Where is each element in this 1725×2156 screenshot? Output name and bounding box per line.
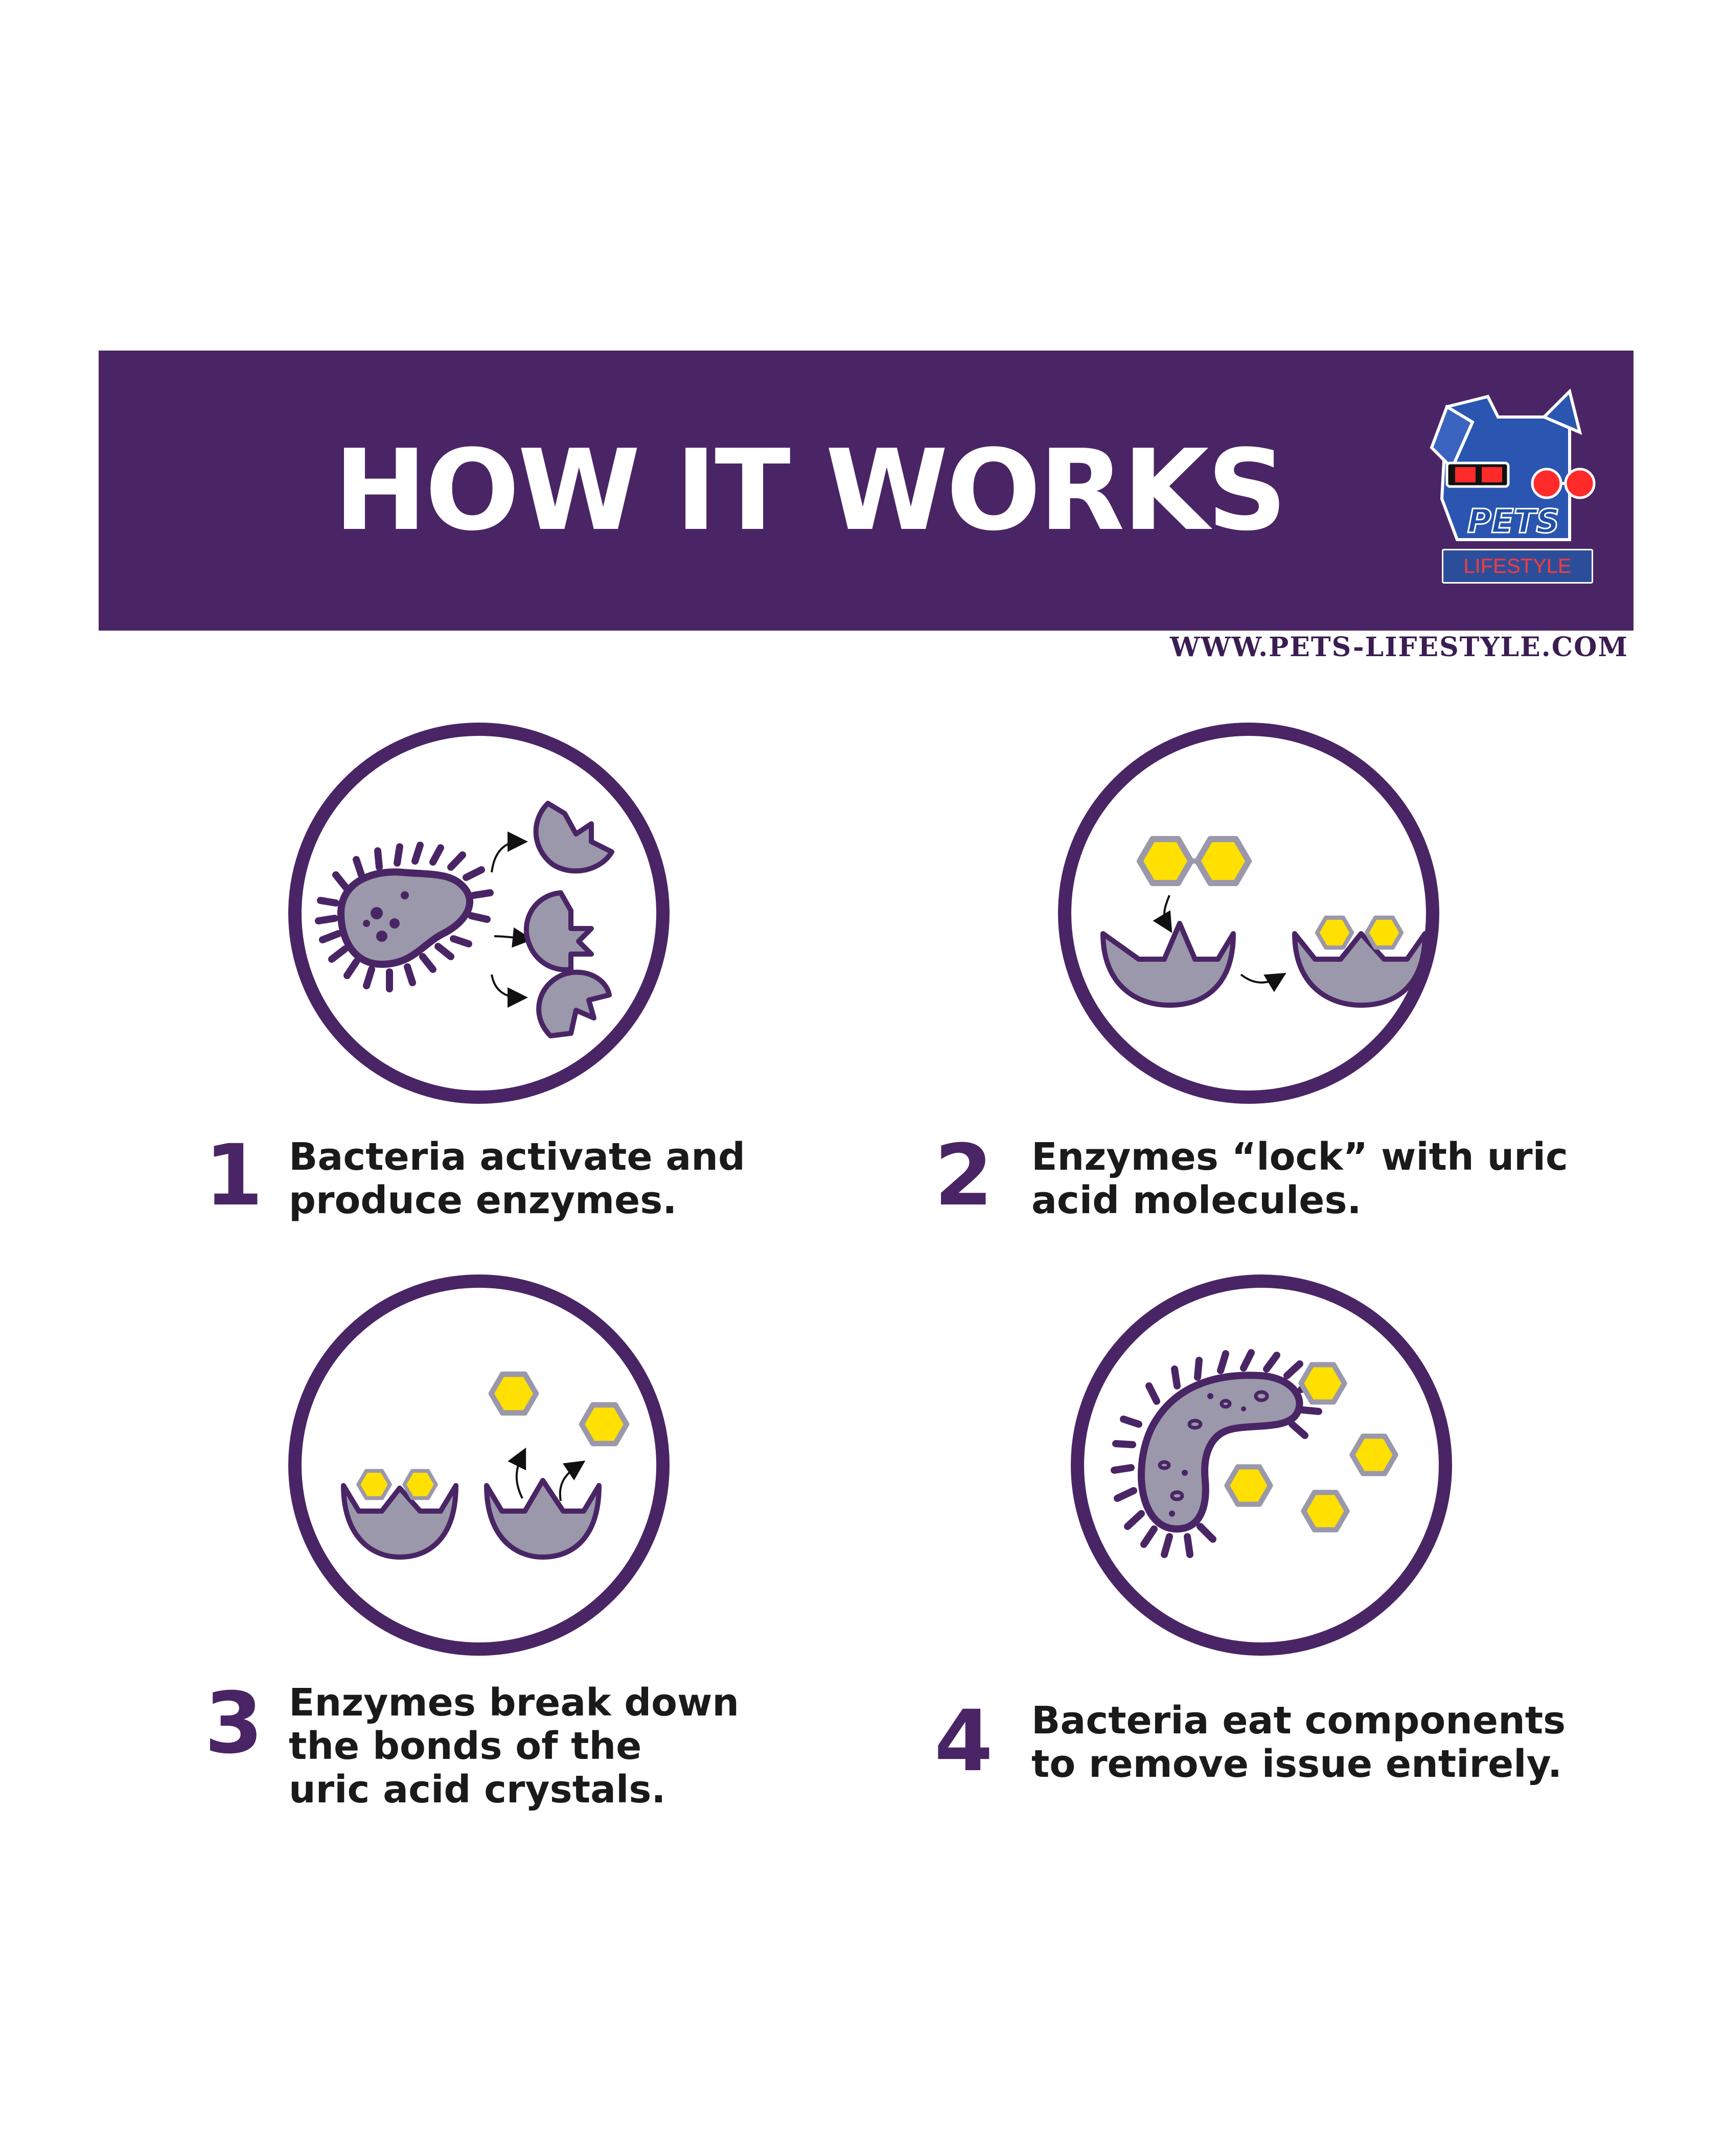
enzymes-break-bonds-icon (288, 1274, 670, 1656)
step-1-number: 1 (204, 1126, 263, 1224)
header-banner: HOW IT WORKS PETS LIFESTYLE (99, 351, 1634, 631)
step-3-description: Enzymes break down the bonds of the uric… (289, 1681, 739, 1812)
step-2-line: Enzymes “lock” with uric (1031, 1135, 1568, 1179)
logo-lifestyle-text: LIFESTYLE (1442, 549, 1593, 584)
step-3-line: Enzymes break down (289, 1681, 740, 1725)
bacteria-eat-components-icon (1071, 1274, 1452, 1656)
step-1-line: Bacteria activate and (289, 1135, 745, 1179)
dog-cat-logo-icon (1430, 388, 1596, 541)
step-2-description: Enzymes “lock” with uric acid molecules. (1031, 1135, 1568, 1222)
bacteria-produce-enzymes-icon (288, 723, 670, 1104)
website-url: WWW.PETS-LIFESTYLE.COM (1169, 632, 1628, 663)
step-1-line: produce enzymes. (289, 1178, 677, 1222)
step-2-number: 2 (934, 1126, 993, 1224)
page-title: HOW IT WORKS (334, 426, 1287, 555)
step-2-line: acid molecules. (1031, 1178, 1362, 1222)
step-1-description: Bacteria activate and produce enzymes. (289, 1135, 745, 1222)
logo-pets-text: PETS (1466, 502, 1560, 542)
step-3-line: uric acid crystals. (289, 1768, 666, 1812)
step-4-number: 4 (934, 1692, 993, 1790)
step-3-line: the bonds of the (289, 1724, 642, 1768)
enzymes-lock-uric-acid-icon (1058, 723, 1439, 1104)
step-4-line: to remove issue entirely. (1031, 1742, 1562, 1786)
brand-logo: PETS LIFESTYLE (1416, 386, 1611, 601)
step-3-number: 3 (204, 1674, 263, 1772)
step-4-line: Bacteria eat components (1031, 1699, 1566, 1743)
step-4-description: Bacteria eat components to remove issue … (1031, 1699, 1566, 1786)
